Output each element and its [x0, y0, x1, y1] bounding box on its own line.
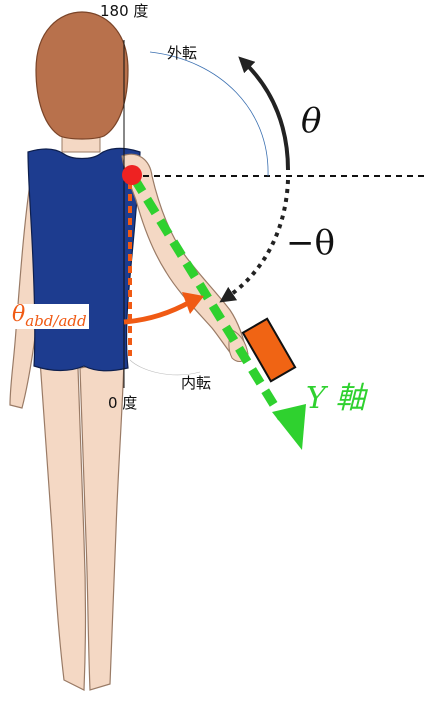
- label-y-axis: Y 軸: [306, 381, 366, 416]
- label-0-degrees: 0 度: [108, 394, 138, 412]
- label-neg-theta: −θ: [286, 223, 335, 263]
- legs: [39, 359, 125, 691]
- swimsuit: [27, 147, 141, 372]
- y-axis-arrowhead: [272, 404, 306, 450]
- hair: [35, 11, 129, 140]
- theta-abd-arrow: [123, 299, 192, 325]
- rotation-arc-lower: [129, 359, 201, 376]
- sensor-device: [241, 317, 297, 383]
- label-theta-abd-add: θabd/add: [10, 302, 89, 330]
- label-theta: θ: [301, 101, 322, 141]
- label-adduction: 内転: [181, 374, 212, 392]
- y-axis-dashed: [130, 175, 286, 421]
- shoulder-marker: [122, 165, 142, 185]
- theta-arrow: [238, 56, 290, 171]
- label-abduction: 外転: [167, 44, 198, 62]
- theta-abd-arrowhead: [182, 292, 204, 314]
- label-180-degrees: 180 度: [100, 2, 149, 20]
- rotation-arc: [149, 51, 269, 177]
- neg-theta-arrow: [219, 179, 290, 303]
